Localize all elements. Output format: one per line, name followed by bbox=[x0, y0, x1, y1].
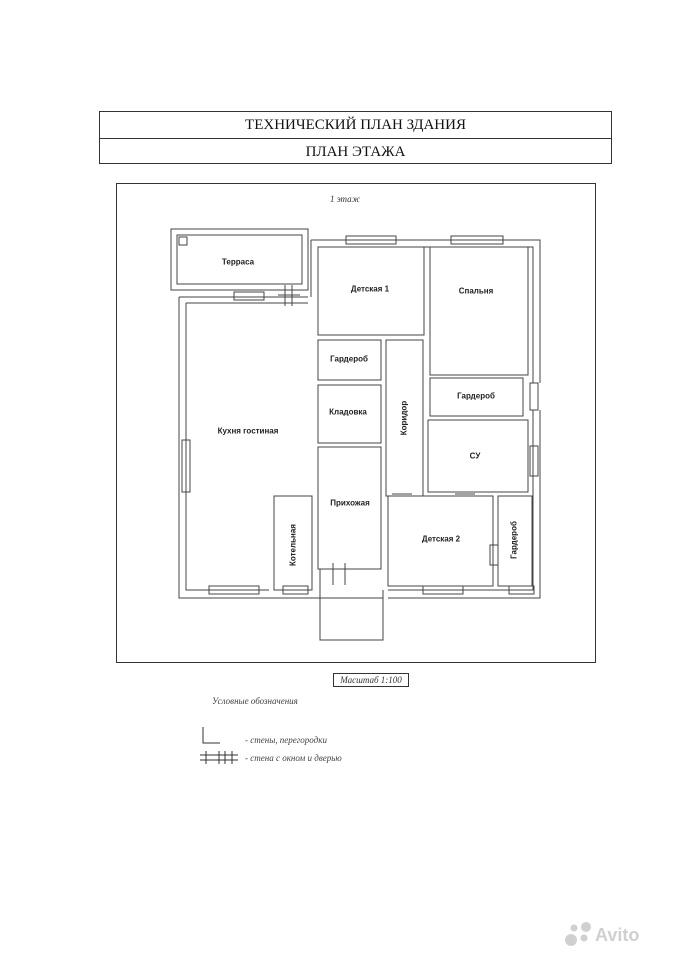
room-label-kitchen: Кухня гостиная bbox=[217, 426, 279, 436]
plan-frame bbox=[116, 183, 596, 663]
room-label-hallway: Прихожая bbox=[330, 498, 370, 508]
floor-label: 1 этаж bbox=[329, 194, 361, 204]
interior-partitions bbox=[273, 246, 533, 641]
room-label-wardrobe-right: Гардероб bbox=[457, 391, 495, 401]
scale-label: Масштаб 1:100 bbox=[333, 673, 409, 687]
legend-window-door-text: - стена с окном и дверью bbox=[245, 753, 342, 763]
room-label-boiler: Котельная bbox=[288, 524, 298, 566]
legend-wall-symbol bbox=[202, 727, 220, 744]
room-label-terrace: Терраса bbox=[221, 257, 255, 267]
legend-window-door-symbol bbox=[200, 751, 238, 764]
legend-symbols bbox=[200, 727, 238, 764]
document-title: ТЕХНИЧЕСКИЙ ПЛАН ЗДАНИЯ bbox=[245, 116, 466, 133]
document-subtitle: ПЛАН ЭТАЖА bbox=[100, 138, 611, 165]
room-label-kids2: Детская 2 bbox=[421, 534, 461, 544]
room-label-pantry: Кладовка bbox=[329, 407, 367, 417]
doors bbox=[278, 285, 475, 585]
svg-text:Avito: Avito bbox=[595, 925, 639, 945]
room-label-wardrobe-left: Гардероб bbox=[330, 354, 368, 364]
terrace-outline bbox=[170, 228, 309, 291]
room-label-kids1: Детская 1 bbox=[350, 284, 390, 294]
legend-title: Условные обозначения bbox=[212, 696, 298, 706]
title-block: ТЕХНИЧЕСКИЙ ПЛАН ЗДАНИЯ ПЛАН ЭТАЖА bbox=[99, 111, 612, 164]
room-label-bathroom: СУ bbox=[469, 451, 481, 461]
room-label-corridor: Коридор bbox=[399, 400, 409, 436]
room-label-wardrobe-bottom: Гардероб bbox=[509, 521, 519, 559]
room-label-bedroom: Спальня bbox=[458, 286, 494, 296]
avito-watermark-logo: Avito bbox=[565, 922, 639, 946]
legend-walls-text: - стены, перегородки bbox=[245, 735, 327, 745]
windows bbox=[181, 235, 539, 595]
